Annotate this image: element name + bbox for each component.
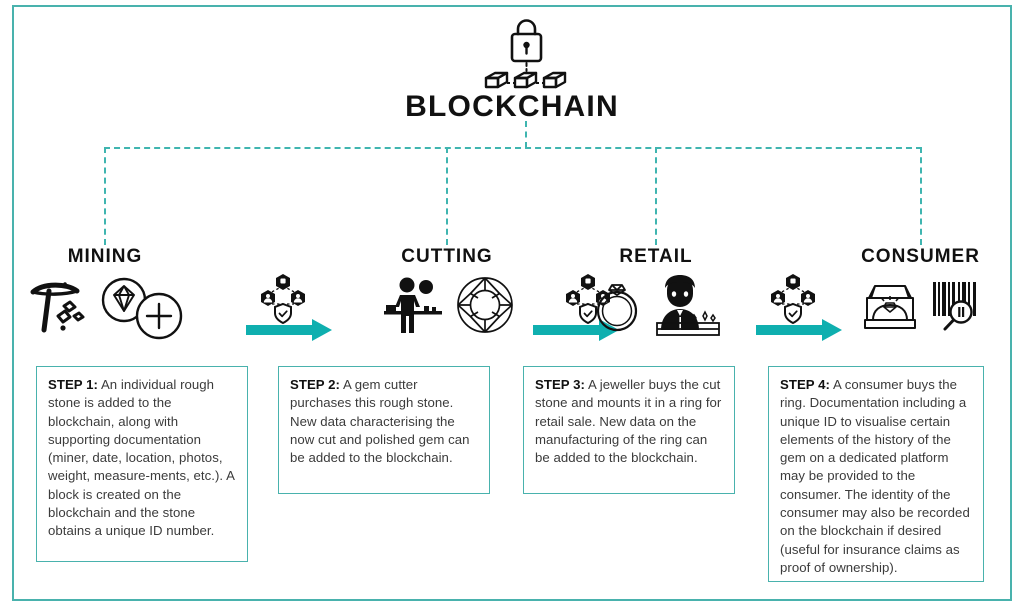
connector-drop-retail	[655, 147, 657, 245]
step-label-2: STEP 2:	[290, 377, 340, 392]
gem-cutter-icon	[378, 274, 448, 341]
stage-consumer: CONSUMER	[828, 246, 1013, 338]
step-box-1: STEP 1: An individual rough stone is add…	[36, 366, 248, 562]
step-text-2: STEP 2: A gem cutter purchases this roug…	[290, 376, 478, 467]
step-box-4: STEP 4: A consumer buys the ring. Docume…	[768, 366, 984, 582]
blockchain-node-icon-2	[560, 272, 616, 325]
blockchain-node-icon-3	[765, 272, 821, 325]
arrow-right-icon-3	[756, 318, 842, 342]
page-title: BLOCKCHAIN	[405, 90, 619, 123]
stage-icons-consumer	[828, 276, 1013, 338]
ring-box-icon	[859, 276, 921, 339]
connector-drop-mining	[104, 147, 106, 245]
connector-drop-consumer	[920, 147, 922, 245]
step-box-2: STEP 2: A gem cutter purchases this roug…	[278, 366, 490, 494]
jeweller-counter-icon	[645, 274, 721, 341]
step-label-1: STEP 1:	[48, 377, 98, 392]
step-text-1: STEP 1: An individual rough stone is add…	[48, 376, 236, 541]
connector-drop-cutting	[446, 147, 448, 245]
stage-mining: MINING	[10, 246, 200, 341]
step-body-4: A consumer buys the ring. Documentation …	[780, 377, 970, 575]
stage-icons-mining	[10, 274, 200, 341]
stage-title-mining: MINING	[67, 246, 143, 267]
step-body-1: An individual rough stone is added to th…	[48, 377, 235, 539]
arrow-right-icon-2	[533, 318, 619, 342]
blockchain-node-icon-1	[255, 272, 311, 325]
step-label-4: STEP 4:	[780, 377, 830, 392]
stage-title-retail: RETAIL	[619, 246, 693, 267]
step-label-3: STEP 3:	[535, 377, 585, 392]
step-body-3: A jeweller buys the cut stone and mounts…	[535, 377, 722, 466]
connector-bus	[104, 147, 922, 149]
arrow-right-icon-1	[246, 318, 332, 342]
stage-title-cutting: CUTTING	[401, 246, 493, 267]
cut-gem-icon	[454, 274, 516, 341]
connector-stem	[525, 121, 527, 148]
step-text-3: STEP 3: A jeweller buys the cut stone an…	[535, 376, 723, 467]
ring-icon	[591, 275, 643, 340]
step-body-2: A gem cutter purchases this rough stone.…	[290, 377, 470, 466]
stage-icons-cutting	[352, 276, 542, 338]
diagram-border	[12, 5, 1012, 601]
padlock-blocks-icon	[474, 16, 579, 94]
barcode-scan-icon	[929, 276, 983, 339]
stage-cutting: CUTTING	[352, 246, 542, 338]
stage-retail: RETAIL	[566, 246, 746, 338]
step-text-4: STEP 4: A consumer buys the ring. Docume…	[780, 376, 972, 577]
step-box-3: STEP 3: A jeweller buys the cut stone an…	[523, 366, 735, 494]
stage-icons-retail	[566, 274, 746, 341]
stage-title-consumer: CONSUMER	[861, 246, 980, 267]
pickaxe-icon	[26, 274, 92, 341]
plus-coin-icon	[134, 291, 184, 346]
